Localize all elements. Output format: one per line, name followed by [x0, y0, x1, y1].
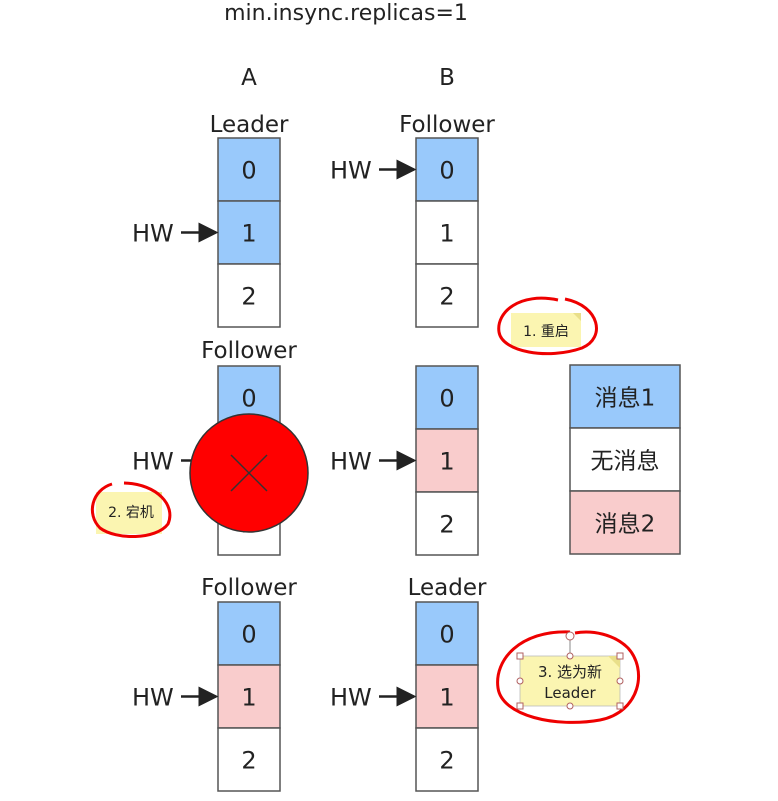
note-restart: 1. 重启 — [497, 296, 598, 356]
log-offset-label: 0 — [439, 621, 454, 649]
log-cell — [415, 664, 479, 729]
resize-handle[interactable] — [566, 652, 574, 660]
log-cell — [415, 365, 479, 430]
column-b-label: B — [439, 65, 455, 91]
log-offset-label: 0 — [241, 157, 256, 185]
log-offset-label: 2 — [439, 747, 454, 775]
resize-handle[interactable] — [516, 702, 524, 710]
log-offset-label: 0 — [439, 385, 454, 413]
hw-label: HW — [132, 220, 174, 248]
log-cell — [217, 263, 281, 328]
log-cell — [217, 137, 281, 202]
note-elected-text-line1: 3. 选为新 — [538, 663, 602, 681]
note-restart-text: 1. 重启 — [523, 324, 569, 340]
log-cell — [415, 601, 479, 666]
resize-handle[interactable] — [616, 652, 624, 660]
resize-handle[interactable] — [616, 677, 624, 685]
log-offset-label: 0 — [241, 385, 256, 413]
note-elected-text-line2: Leader — [544, 684, 596, 702]
log-offset-label: 2 — [241, 283, 256, 311]
log-offset-label: 1 — [439, 448, 454, 476]
log-cell — [415, 491, 479, 556]
log-cell — [415, 727, 479, 792]
hw-label: HW — [330, 684, 372, 712]
log-offset-label: 2 — [241, 747, 256, 775]
log-cell — [415, 428, 479, 493]
note-crash: 2. 宕机 — [90, 481, 172, 539]
resize-handle[interactable] — [566, 702, 574, 710]
hw-label: HW — [330, 448, 372, 476]
legend-label: 无消息 — [591, 449, 660, 475]
log-offset-label: 1 — [241, 220, 256, 248]
legend-label: 消息2 — [595, 512, 656, 538]
log-cell — [415, 263, 479, 328]
log-cell — [217, 727, 281, 792]
replica-role-label: Leader — [408, 575, 487, 601]
replica-role-label: Follower — [201, 338, 297, 364]
replica-role-label: Leader — [210, 112, 289, 138]
hw-label: HW — [330, 157, 372, 185]
log-cell — [217, 200, 281, 265]
legend-swatch — [569, 490, 681, 555]
legend-label: 消息1 — [595, 386, 656, 412]
resize-handle[interactable] — [516, 652, 524, 660]
resize-handle-rotate[interactable] — [565, 631, 575, 641]
log-offset-label: 1 — [439, 220, 454, 248]
replica-b-stage-2: 0 1 2 HW — [330, 365, 479, 556]
crash-icon — [189, 413, 309, 533]
note-crash-text: 2. 宕机 — [108, 505, 154, 521]
log-offset-label: 0 — [439, 157, 454, 185]
hw-label: HW — [132, 684, 174, 712]
stages: Leader012HWFollower012HWFollower012HW012… — [132, 112, 495, 792]
hw-label: HW — [132, 448, 174, 476]
replica-role-label: Follower — [201, 575, 297, 601]
column-a-label: A — [241, 65, 257, 91]
replica-b-stage-3: Leader 0 1 2 HW — [330, 575, 487, 792]
replica-a-stage-3: Follower 0 1 2 HW — [132, 575, 297, 792]
note-elected: 3. 选为新 Leader — [496, 630, 641, 724]
diagram-title: min.insync.replicas=1 — [224, 1, 468, 26]
legend-swatch — [569, 427, 681, 492]
log-offset-label: 1 — [241, 684, 256, 712]
log-offset-label: 1 — [439, 684, 454, 712]
log-cell — [415, 200, 479, 265]
resize-handle[interactable] — [516, 677, 524, 685]
resize-handle[interactable] — [616, 702, 624, 710]
log-offset-label: 2 — [439, 283, 454, 311]
replica-a-stage-1: Leader 0 1 2 HW — [132, 112, 289, 328]
log-offset-label: 2 — [439, 511, 454, 539]
replica-role-label: Follower — [399, 112, 495, 138]
log-offset-label: 0 — [241, 621, 256, 649]
replica-b-stage-1: Follower 0 1 2 HW — [330, 112, 495, 328]
legend-swatch — [569, 364, 681, 429]
